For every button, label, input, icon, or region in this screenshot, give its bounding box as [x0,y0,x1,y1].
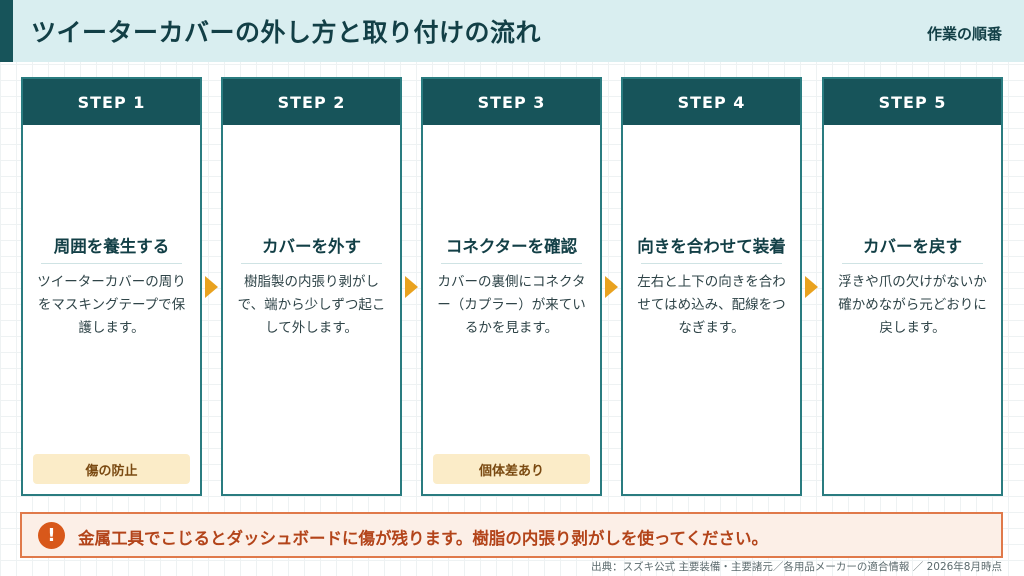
step-label: STEP 2 [223,79,400,125]
step-divider [41,263,182,264]
step-badge: 傷の防止 [33,454,190,484]
step-title: 周囲を養生する [53,237,170,256]
step-card-1: STEP 1 周囲を養生する ツイーターカバーの周りをマスキングテープで保護しま… [21,77,202,496]
step-title: コネクターを確認 [445,237,578,256]
step-label: STEP 3 [423,79,600,125]
step-badge: 個体差あり [433,454,590,484]
header-accent-bar [0,0,13,62]
warning-banner: ! 金属工具でこじるとダッシュボードに傷が残ります。樹脂の内張り剥がしを使ってく… [20,512,1003,558]
step-card-2: STEP 2 カバーを外す 樹脂製の内張り剥がしで、端から少しずつ起こして外しま… [221,77,402,496]
step-divider [641,263,782,264]
step-divider [842,263,983,264]
arrow-right-icon [205,276,218,298]
step-card-4: STEP 4 向きを合わせて装着 左右と上下の向きを合わせてはめ込み、配線をつな… [621,77,802,496]
page-subtitle: 作業の順番 [926,25,1002,43]
step-title: カバーを戻す [863,237,962,256]
step-description: ツイーターカバーの周りをマスキングテープで保護します。 [37,274,186,336]
step-description: 左右と上下の向きを合わせてはめ込み、配線をつなぎます。 [637,274,786,336]
step-card-3: STEP 3 コネクターを確認 カバーの裏側にコネクター（カプラー）が来ているか… [421,77,602,496]
header: ツイーターカバーの外し方と取り付けの流れ 作業の順番 [0,0,1024,62]
step-label: STEP 5 [824,79,1001,125]
step-description: 樹脂製の内張り剥がしで、端から少しずつ起こして外します。 [237,274,386,336]
step-label: STEP 1 [23,79,200,125]
step-divider [241,263,382,264]
step-description: カバーの裏側にコネクター（カプラー）が来ているかを見ます。 [437,274,586,336]
arrow-right-icon [605,276,618,298]
arrow-right-icon [805,276,818,298]
exclamation-icon: ! [38,522,65,549]
step-divider [441,263,582,264]
warning-text: 金属工具でこじるとダッシュボードに傷が残ります。樹脂の内張り剥がしを使ってくださ… [78,529,769,548]
page-title: ツイーターカバーの外し方と取り付けの流れ [31,18,542,47]
source-note: 出典：スズキ公式 主要装備・主要諸元／各用品メーカーの適合情報 ／ 2026年8… [591,561,1002,573]
step-title: 向きを合わせて装着 [637,237,786,256]
step-card-5: STEP 5 カバーを戻す 浮きや爪の欠けがないか確かめながら元どおりに戻します… [822,77,1003,496]
step-title: カバーを外す [262,237,361,256]
arrow-right-icon [405,276,418,298]
step-description: 浮きや爪の欠けがないか確かめながら元どおりに戻します。 [838,274,987,336]
step-label: STEP 4 [623,79,800,125]
